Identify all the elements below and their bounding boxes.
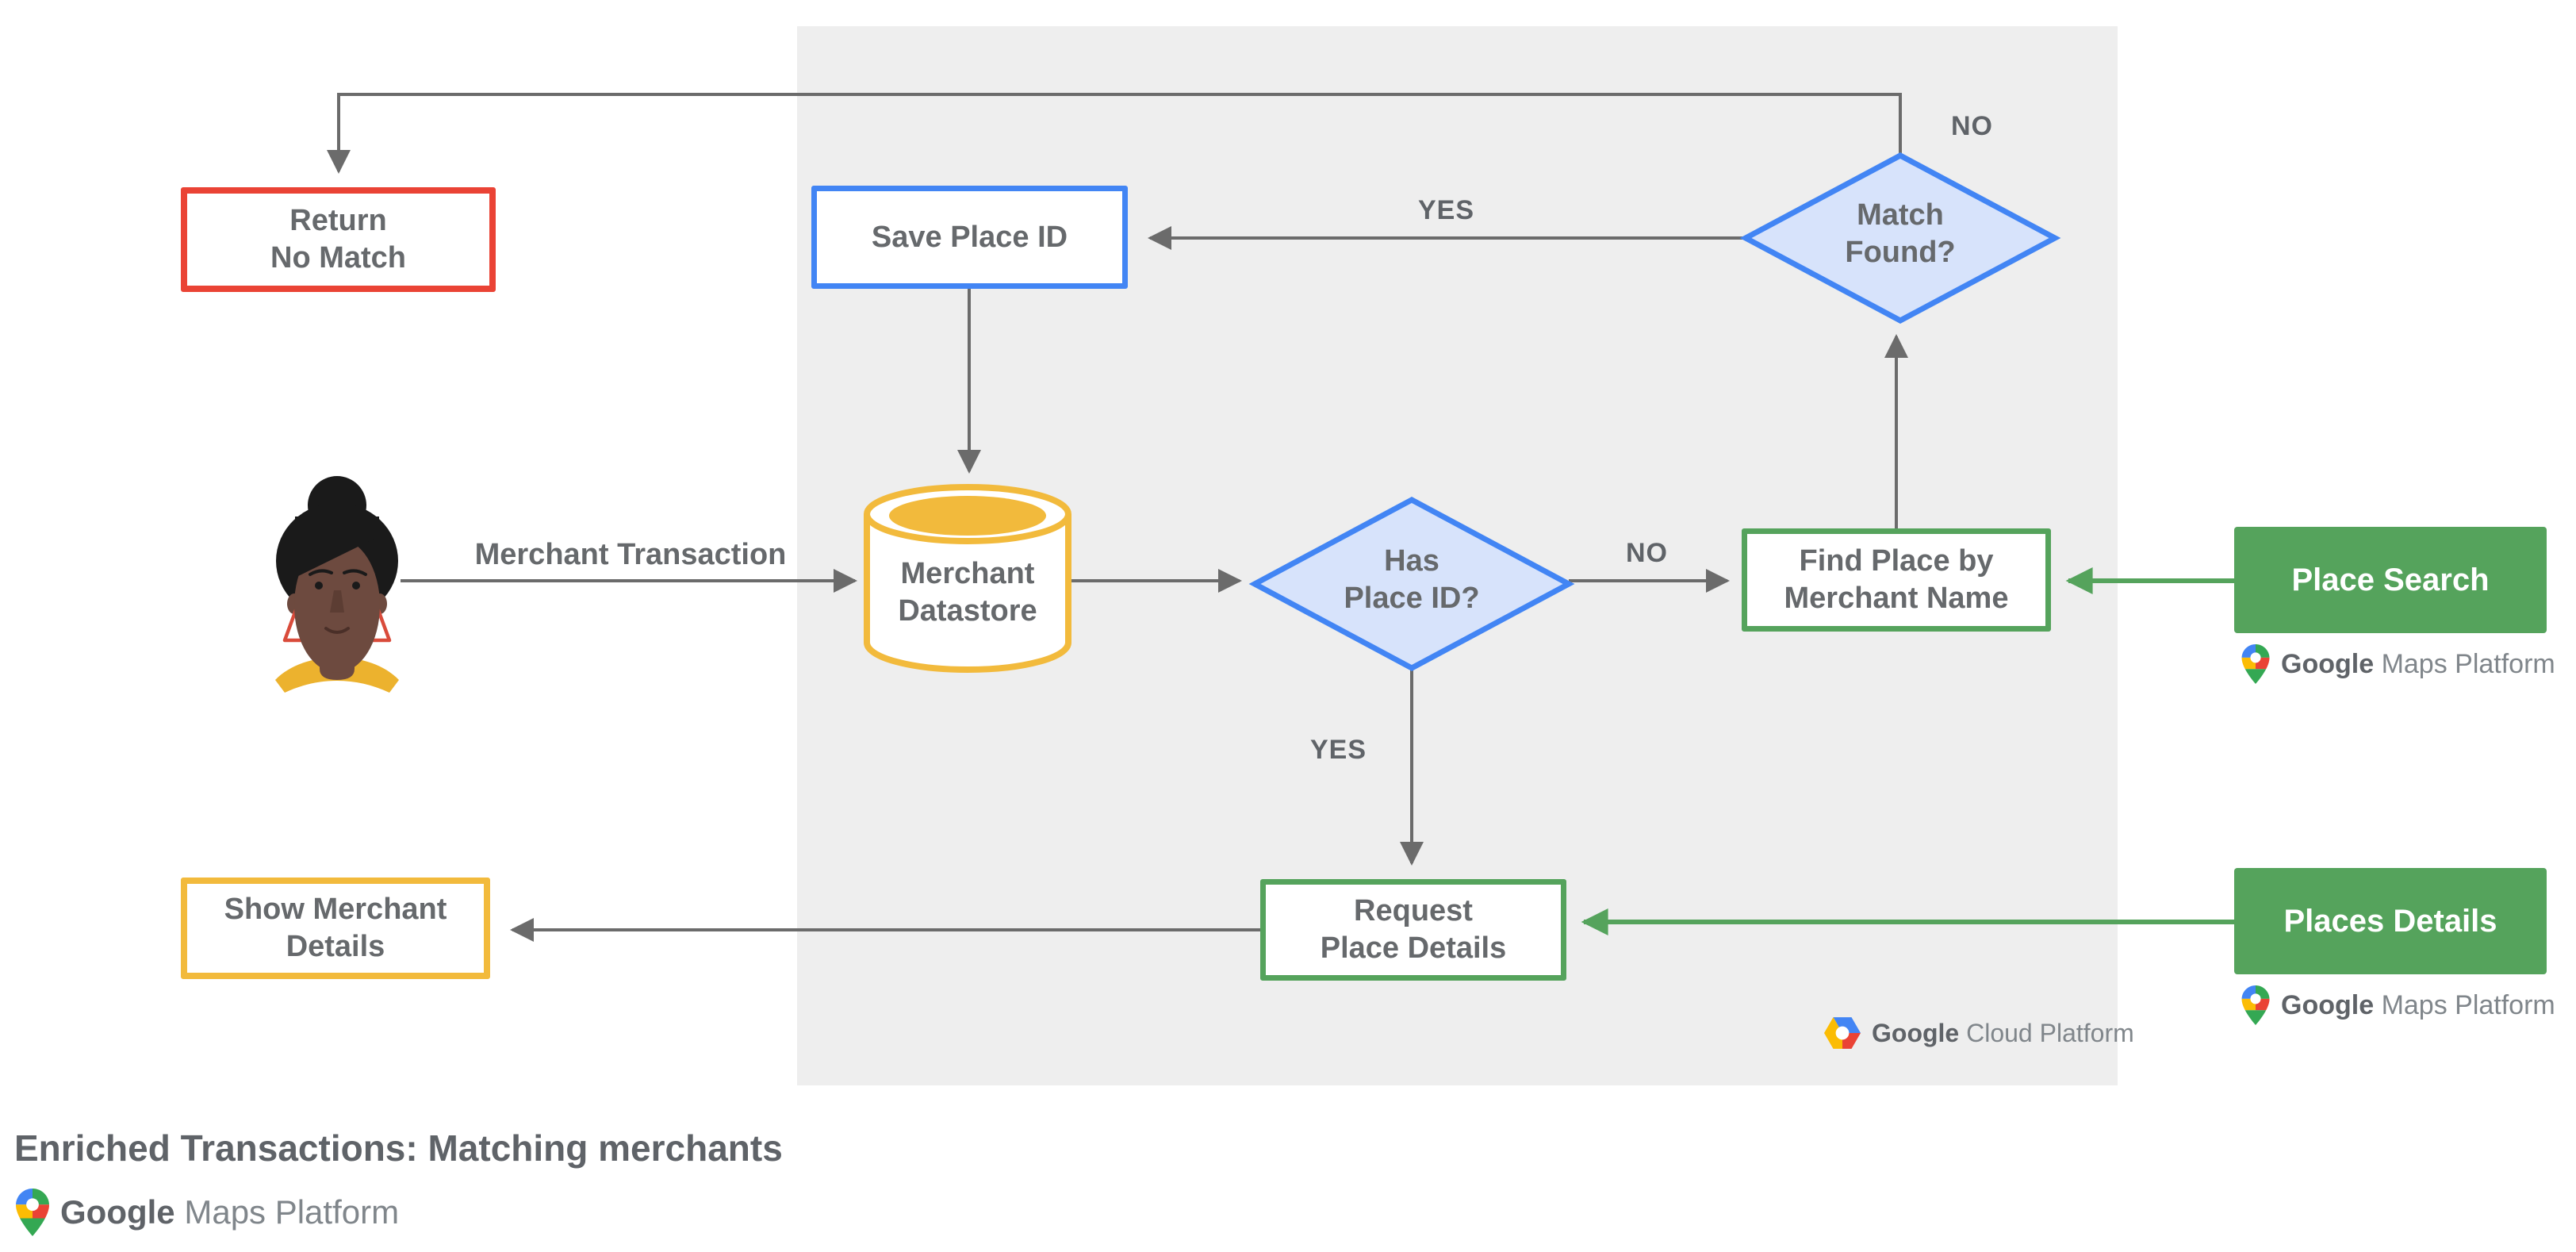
no-label-mid: NO xyxy=(1626,538,1668,568)
cloud-hexagon-icon xyxy=(1824,1017,1861,1049)
has-place-id-diamond xyxy=(1248,497,1575,671)
logo-text-rest: Maps Platform xyxy=(2381,648,2555,679)
gmp-logo-footer: Google Maps Platform xyxy=(16,1189,399,1236)
gmp-logo-place-search: Google Maps Platform xyxy=(2241,644,2555,684)
node-label-line: Find Place by xyxy=(1799,544,1994,578)
logo-text-rest: Cloud Platform xyxy=(1966,1018,2134,1047)
places-details-api-node: Places Details xyxy=(2234,868,2547,974)
merchant-datastore-label: Merchant Datastore xyxy=(898,557,1037,628)
match-found-label: Match Found? xyxy=(1845,198,1956,269)
user-avatar xyxy=(275,476,399,693)
logo-text-rest: Maps Platform xyxy=(2381,989,2555,1020)
return-no-match-node: Return No Match xyxy=(181,187,496,292)
no-label-top: NO xyxy=(1951,111,1993,141)
match-found-diamond xyxy=(1739,152,2061,324)
gmp-logo-places-details: Google Maps Platform xyxy=(2241,985,2555,1025)
node-label-line: Details xyxy=(286,930,385,963)
find-place-by-merchant-name-node: Find Place by Merchant Name xyxy=(1742,528,2051,632)
maps-pin-icon xyxy=(2241,985,2270,1025)
node-label-line: Show Merchant xyxy=(224,893,447,926)
yes-label-top: YES xyxy=(1418,195,1475,225)
merchant-transaction-label: Merchant Transaction xyxy=(474,538,787,571)
node-label-line: Return xyxy=(289,204,387,237)
diagram-title: Enriched Transactions: Matching merchant… xyxy=(14,1127,783,1169)
logo-text-google: Google xyxy=(2281,648,2375,679)
api-label: Place Search xyxy=(2291,562,2490,597)
place-search-api-node: Place Search xyxy=(2234,527,2547,633)
node-label-line: No Match xyxy=(270,241,406,275)
cylinder-top-icon xyxy=(889,496,1046,536)
logo-text-google: Google xyxy=(2281,989,2375,1020)
api-label: Places Details xyxy=(2283,903,2497,939)
merchant-datastore-cylinder xyxy=(864,484,1071,673)
has-place-id-label: Has Place ID? xyxy=(1344,544,1480,615)
node-label-line: Request xyxy=(1354,894,1473,927)
show-merchant-details-node: Show Merchant Details xyxy=(181,878,490,979)
edge-matchfound-no xyxy=(327,93,1902,174)
yes-label-mid: YES xyxy=(1310,735,1367,765)
node-label-line: Place Details xyxy=(1320,931,1507,965)
logo-text-rest: Maps Platform xyxy=(184,1193,400,1231)
node-label-line: Save Place ID xyxy=(871,220,1068,254)
save-place-id-node: Save Place ID xyxy=(811,186,1128,289)
maps-pin-icon xyxy=(2241,644,2270,684)
maps-pin-icon xyxy=(16,1189,49,1236)
logo-text-google: Google xyxy=(1872,1018,1960,1047)
gcp-logo: Google Cloud Platform xyxy=(1824,1017,2134,1049)
request-place-details-node: Request Place Details xyxy=(1260,879,1566,981)
logo-text-google: Google xyxy=(60,1193,175,1231)
node-label-line: Merchant Name xyxy=(1784,582,2009,615)
